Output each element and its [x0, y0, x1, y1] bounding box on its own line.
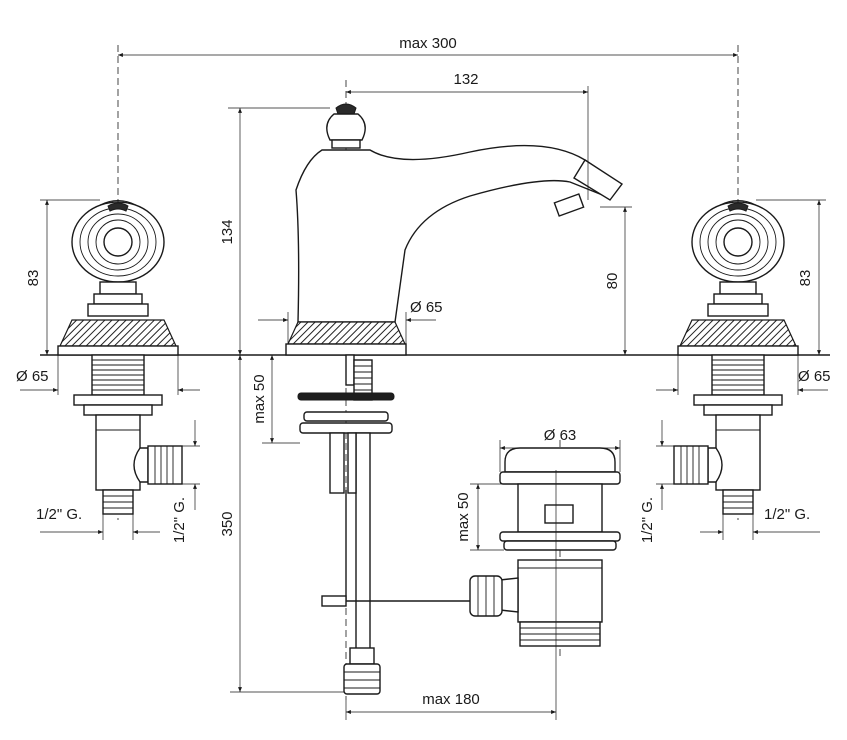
label-spout-base-diameter: Ø 65	[410, 299, 443, 316]
label-thread-left-horizontal: 1/2" G.	[36, 506, 82, 523]
left-handle-assembly	[57, 45, 183, 520]
spout-assembly	[285, 80, 624, 700]
dimension-labels: max 300 132 134 80 83 83 Ø 65 Ø 65 Ø 65 …	[16, 35, 831, 708]
label-handle-height-left: 83	[25, 270, 42, 287]
label-handle-base-left: Ø 65	[16, 368, 49, 385]
label-drain-diameter: Ø 63	[544, 427, 577, 444]
label-thread-right-vertical: 1/2" G.	[639, 497, 656, 543]
dimension-lines	[20, 53, 828, 720]
label-overall-width: max 300	[399, 35, 457, 52]
label-spout-reach: 132	[453, 71, 478, 88]
label-thread-left-vertical: 1/2" G.	[171, 497, 188, 543]
right-handle-assembly	[673, 45, 799, 520]
label-spout-height: 134	[219, 219, 236, 244]
label-rod-length: max 180	[422, 691, 480, 708]
label-spout-outlet-height: 80	[604, 273, 621, 290]
label-thread-right-horizontal: 1/2" G.	[764, 506, 810, 523]
label-below-deck-length: 350	[219, 511, 236, 536]
drain-assembly	[469, 440, 621, 660]
label-handle-base-right: Ø 65	[798, 368, 831, 385]
label-handle-height-right: 83	[797, 270, 814, 287]
label-deck-thickness: max 50	[251, 374, 268, 423]
label-drain-deck-thickness: max 50	[455, 492, 472, 541]
